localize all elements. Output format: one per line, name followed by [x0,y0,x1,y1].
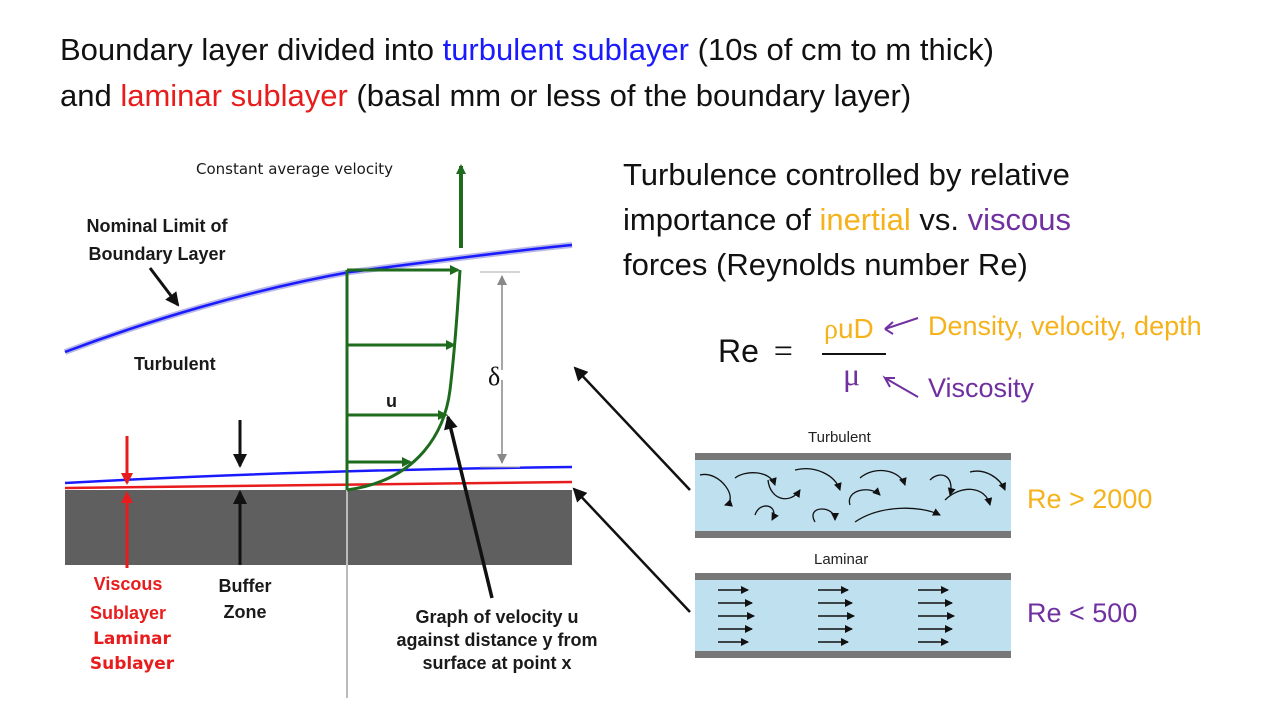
turbulent-panel-label: Turbulent [808,429,871,446]
turbulent-water [695,453,1011,538]
title-line-2-suffix: (basal mm or less of the boundary layer) [347,78,912,113]
laminar-line-2: Sublayer [89,654,175,674]
turbulence-line-1: Turbulence controlled by relative [623,157,1070,192]
numerator-rest: uD [837,313,874,344]
title-line-2-prefix: and [60,78,121,113]
nominal-limit-line-2: Boundary Layer [88,244,226,264]
title-line-1-suffix: (10s of cm to m thick) [689,32,994,67]
eddy [859,469,907,486]
turbulent-link-arrow [573,366,691,491]
constant-velocity-label: Constant average velocity [196,160,393,178]
graph-line-3: surface at point x [422,653,572,673]
graph-pointer [444,415,494,599]
buffer-line-1: Buffer [218,576,272,596]
nominal-limit-label: Nominal Limit of Boundary Layer [72,212,242,268]
eddy [929,474,956,496]
eddy [848,487,881,506]
eddy [854,507,941,523]
laminar-sublayer-line [64,480,573,490]
eddy [812,508,839,523]
denominator-pointer [882,375,919,398]
laminar-line-1: Laminar [93,629,171,649]
eddy [767,479,801,500]
laminar-top-wall [695,573,1011,580]
laminar-sublayer-label: Laminar Sublayer [82,627,182,677]
eddy [944,488,993,506]
velocity-profile-curve [346,269,462,492]
turbulent-sublayer-highlight: turbulent sublayer [442,32,690,67]
turbulent-flow-panel [695,453,1011,538]
eddy [734,472,777,486]
turbulent-condition: Re > 2000 [1027,484,1153,514]
u-label: u [386,391,397,411]
buffer-zone-line [64,465,573,485]
laminar-condition: Re < 500 [1027,598,1138,628]
title-line-1: Boundary layer divided into turbulent su… [60,32,994,68]
rho-symbol: ρ [824,314,838,345]
nominal-limit-line-1: Nominal Limit of [86,216,228,236]
ground-surface [65,490,572,565]
turbulence-line-2: importance of inertial vs. viscous [623,197,1071,242]
nominal-limit-pointer [148,267,180,307]
viscous-line-1: Viscous [93,574,163,594]
turbulent-top-wall [695,453,1011,460]
title-line-2: and laminar sublayer (basal mm or less o… [60,78,911,114]
title-line-1-prefix: Boundary layer divided into [60,32,443,67]
turbulence-line-2-mid: vs. [910,202,968,237]
laminar-sublayer-highlight: laminar sublayer [120,78,348,113]
delta-symbol: δ [488,362,501,391]
eddy [699,473,733,507]
formula-denominator: μ [843,356,861,392]
viscous-sublayer-label: Viscous Sublayer [78,570,178,628]
viscous-word: viscous [967,202,1071,237]
graph-caption: Graph of velocity u against distance y f… [372,606,622,675]
laminar-flow-panel [695,573,1011,658]
formula-numerator: ρuD [824,313,874,346]
turbulent-bottom-wall [695,531,1011,538]
buffer-line-2: Zone [223,602,267,622]
laminar-panel-label: Laminar [814,551,869,568]
denominator-note: Viscosity [928,373,1035,403]
graph-line-1: Graph of velocity u [415,607,579,627]
numerator-note: Density, velocity, depth [928,311,1202,341]
viscous-line-2: Sublayer [89,603,167,623]
formula-lhs: Re = [718,333,793,371]
re-symbol: Re [718,333,759,369]
eddy [969,470,1006,491]
laminar-bottom-wall [695,651,1011,658]
boundary-limit-line [64,243,573,354]
inertial-word: inertial [819,202,911,237]
graph-line-2: against distance y from [396,630,598,650]
buffer-zone-label: Buffer Zone [200,573,290,625]
turbulence-line-2-prefix: importance of [623,202,820,237]
turbulence-line-3: forces (Reynolds number Re) [623,247,1028,282]
turbulent-zone-label: Turbulent [134,354,216,374]
eddy [794,468,842,491]
equals-sign: = [773,333,793,370]
laminar-link-arrow [572,487,691,613]
numerator-pointer [884,317,919,335]
eddy [754,505,779,521]
